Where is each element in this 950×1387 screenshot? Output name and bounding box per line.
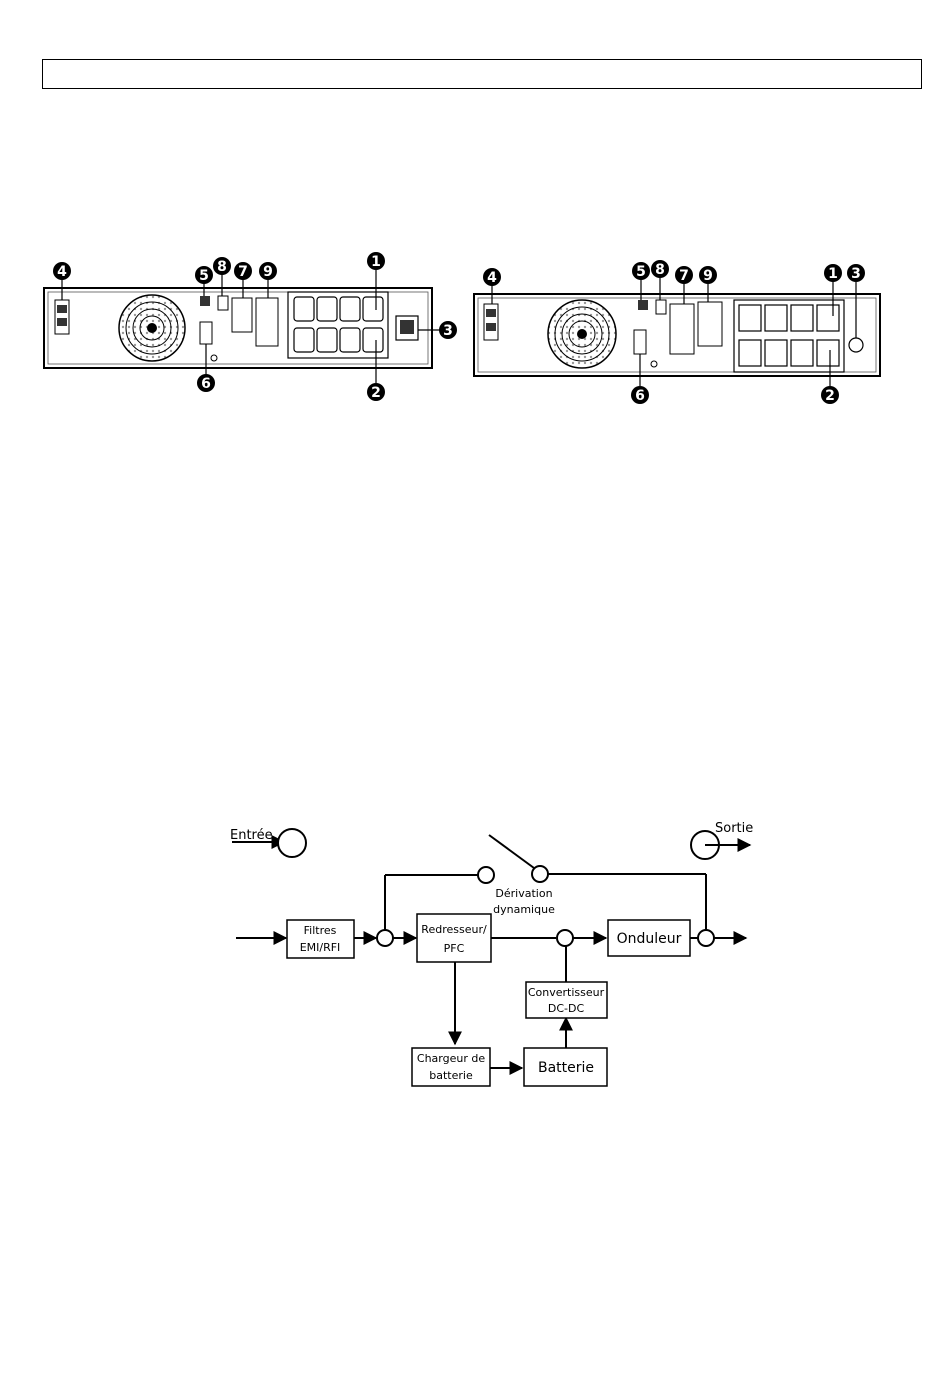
marker-5: 5 (195, 266, 213, 284)
marker-4: 4 (483, 268, 501, 286)
marker-7: 7 (675, 266, 693, 284)
svg-text:1: 1 (828, 266, 838, 282)
bypass-label-2: dynamique (493, 903, 555, 916)
svg-text:9: 9 (703, 268, 713, 284)
svg-text:7: 7 (238, 264, 248, 280)
svg-text:9: 9 (263, 264, 273, 280)
bypass-label-1: Dérivation (495, 887, 552, 900)
marker-2: 2 (821, 386, 839, 404)
rear-panel-left: 4 5 8 7 9 1 3 6 2 (44, 252, 457, 401)
svg-text:6: 6 (635, 388, 645, 404)
svg-text:8: 8 (655, 262, 665, 278)
marker-5: 5 (632, 262, 650, 280)
svg-text:4: 4 (57, 264, 67, 280)
marker-3: 3 (439, 321, 457, 339)
converter-box-line2: DC-DC (548, 1002, 585, 1015)
svg-text:5: 5 (199, 268, 209, 284)
inverter-box: Onduleur (617, 931, 682, 947)
marker-8: 8 (651, 260, 669, 278)
rear-panel-right: 4 5 8 7 9 1 3 6 2 (474, 260, 880, 404)
svg-text:3: 3 (851, 266, 861, 282)
rectifier-box-line1: Redresseur/ (421, 923, 487, 936)
charger-box-line1: Chargeur de (417, 1052, 485, 1065)
fan-icon (548, 300, 616, 368)
charger-box-line2: batterie (429, 1069, 473, 1082)
marker-6: 6 (631, 386, 649, 404)
marker-1: 1 (824, 264, 842, 282)
svg-text:7: 7 (679, 268, 689, 284)
svg-text:6: 6 (201, 376, 211, 392)
svg-text:4: 4 (487, 270, 497, 286)
marker-8: 8 (213, 257, 231, 275)
output-label: Sortie (715, 821, 753, 836)
svg-text:5: 5 (636, 264, 646, 280)
input-label: Entrée (230, 828, 273, 843)
rectifier-box-line2: PFC (444, 942, 465, 955)
marker-1: 1 (367, 252, 385, 270)
svg-text:2: 2 (371, 385, 381, 401)
battery-box: Batterie (538, 1060, 594, 1076)
marker-3: 3 (847, 264, 865, 282)
svg-text:1: 1 (371, 254, 381, 270)
converter-box-line1: Convertisseur (528, 986, 605, 999)
svg-text:3: 3 (443, 323, 453, 339)
marker-4: 4 (53, 262, 71, 280)
ups-block-diagram (232, 829, 750, 1086)
filters-box-line2: EMI/RFI (300, 941, 341, 954)
marker-7: 7 (234, 262, 252, 280)
fan-icon (119, 295, 185, 361)
marker-2: 2 (367, 383, 385, 401)
svg-text:8: 8 (217, 259, 227, 275)
marker-6: 6 (197, 374, 215, 392)
marker-9: 9 (259, 262, 277, 280)
svg-text:2: 2 (825, 388, 835, 404)
marker-9: 9 (699, 266, 717, 284)
filters-box-line1: Filtres (304, 924, 337, 937)
